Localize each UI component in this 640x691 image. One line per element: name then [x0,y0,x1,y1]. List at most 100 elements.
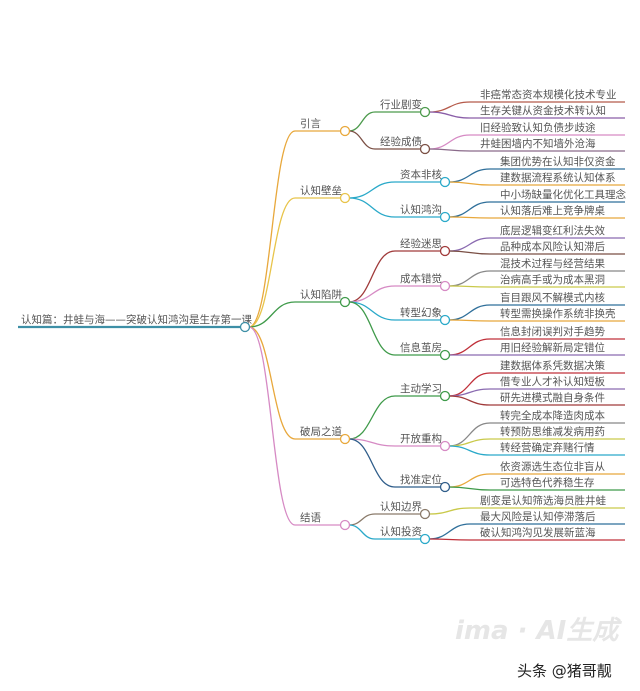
branch-node-toggle[interactable] [339,433,351,445]
branch-connector [248,326,296,526]
leaf-node-label[interactable]: 转型需换操作系统非换壳 [500,307,616,320]
branch-node-toggle[interactable] [339,192,351,204]
branch-connector [248,130,296,328]
leaf-node-label[interactable]: 可选特色代养稳生存 [500,476,595,489]
leaf-connector [448,486,491,491]
leaf-node-label[interactable]: 转预防思维减发病用药 [500,425,605,438]
topic-node-label[interactable]: 经验成债 [380,135,422,148]
leaf-node-label[interactable]: 破认知鸿沟见发展新蓝海 [480,526,596,539]
root-node-label[interactable]: 认知篇：井蛙与海——突破认知鸿沟是生存第一课 [21,313,252,326]
leaf-node-label[interactable]: 信息封闭误判对手趋势 [500,325,605,338]
topic-connector [348,395,396,440]
topic-connector [348,524,376,540]
leaf-connector [428,111,471,119]
topic-node-toggle[interactable] [439,481,451,493]
leaf-connector [448,473,491,488]
leaf-connector [448,201,491,218]
leaf-node-label[interactable]: 研先进模式融自身条件 [500,391,605,404]
leaf-connector [448,181,491,186]
topic-node-label[interactable]: 认知鸿沟 [400,203,442,216]
topic-node-toggle[interactable] [439,176,451,188]
leaf-node-label[interactable]: 品种成本风险认知滞后 [500,240,605,253]
topic-node-toggle[interactable] [439,245,451,257]
leaf-connector [428,148,471,152]
topic-node-label[interactable]: 认知边界 [380,500,422,513]
topic-node-label[interactable]: 转型幻象 [400,306,442,319]
leaf-node-label[interactable]: 底层逻辑变红利法失效 [500,224,605,237]
branch-connector [248,197,296,328]
leaf-connector [448,216,491,219]
topic-connector [348,438,396,488]
branch-node-label[interactable]: 认知陷阱 [300,288,342,301]
topic-node-toggle[interactable] [439,440,451,452]
topic-node-toggle[interactable] [439,314,451,326]
topic-node-label[interactable]: 资本非核 [400,168,442,181]
leaf-node-label[interactable]: 依资源选生态位非盲从 [500,460,605,473]
leaf-node-label[interactable]: 治病高手或为成本黑洞 [500,273,605,286]
topic-connector [348,438,396,447]
branch-node-label[interactable]: 结语 [300,511,321,524]
leaf-node-label[interactable]: 非癌常态资本规模化技术专业 [480,88,617,101]
leaf-node-label[interactable]: 生存关键从资金技术转认知 [480,104,606,117]
branch-node-toggle[interactable] [339,125,351,137]
leaf-node-label[interactable]: 井蛙困墙内不知墙外沧海 [480,137,596,150]
topic-connector [348,301,396,321]
leaf-node-label[interactable]: 转经营确定弃赌行情 [500,441,595,454]
leaf-node-label[interactable]: 剧变是认知筛选海员胜井蛙 [480,494,606,507]
leaf-connector [448,395,491,406]
topic-node-toggle[interactable] [439,280,451,292]
leaf-connector [428,507,471,515]
leaf-node-label[interactable]: 认知落后难上竞争牌桌 [500,204,605,217]
leaf-connector [448,168,491,183]
topic-node-label[interactable]: 找准定位 [400,473,442,486]
leaf-node-label[interactable]: 用旧经验解新局定错位 [500,341,605,354]
leaf-node-label[interactable]: 盲目跟风不解模式内核 [500,291,605,304]
topic-connector [348,301,396,356]
branch-node-label[interactable]: 破局之道 [300,425,342,438]
topic-node-label[interactable]: 认知投资 [380,525,422,538]
source-watermark: 头条 @猪哥靓 [517,662,612,680]
topic-connector [348,513,376,526]
branch-node-toggle[interactable] [339,296,351,308]
leaf-node-label[interactable]: 借专业人才补认知短板 [500,375,605,388]
branch-node-toggle[interactable] [339,519,351,531]
topic-node-label[interactable]: 开放重构 [400,432,442,445]
leaf-connector [448,319,491,322]
topic-node-toggle[interactable] [439,349,451,361]
leaf-node-label[interactable]: 建数据体系凭数据决策 [500,359,605,372]
topic-connector [348,285,396,303]
leaf-connector [448,445,491,456]
leaf-connector [448,250,491,255]
ai-watermark: ima · AI生成 [455,616,619,646]
leaf-connector [428,538,471,541]
topic-node-label[interactable]: 信息茧房 [400,341,442,354]
branch-node-label[interactable]: 引言 [300,117,321,130]
topic-node-label[interactable]: 主动学习 [400,382,442,395]
root-node-toggle[interactable] [239,321,251,333]
leaf-node-label[interactable]: 混技术过程与经营结果 [500,257,605,270]
topic-connector [348,130,376,150]
topic-connector [348,181,396,199]
leaf-node-label[interactable]: 旧经验致认知负债步歧途 [480,121,596,134]
branch-node-label[interactable]: 认知壁垒 [300,184,342,197]
topic-node-toggle[interactable] [419,508,431,520]
leaf-node-label[interactable]: 中小场缺量化优化工具理念 [500,188,626,201]
leaf-connector [448,285,491,288]
topic-node-toggle[interactable] [439,211,451,223]
leaf-node-label[interactable]: 集团优势在认知非仅资金 [500,155,616,168]
topic-node-toggle[interactable] [419,106,431,118]
topic-node-label[interactable]: 成本错觉 [400,272,442,285]
leaf-connector [448,338,491,356]
topic-node-label[interactable]: 行业剧变 [380,98,422,111]
topic-node-toggle[interactable] [419,533,431,545]
leaf-node-label[interactable]: 最大风险是认知停滞落后 [480,510,596,523]
topic-node-toggle[interactable] [419,143,431,155]
leaf-connector [428,134,471,150]
leaf-node-label[interactable]: 建数据流程系统认知体系 [500,171,616,184]
topic-connector [348,197,396,218]
leaf-node-label[interactable]: 转完全成本降造肉成本 [500,409,605,422]
topic-node-label[interactable]: 经验迷思 [400,237,442,250]
leaf-connector [448,237,491,252]
topic-node-toggle[interactable] [439,390,451,402]
